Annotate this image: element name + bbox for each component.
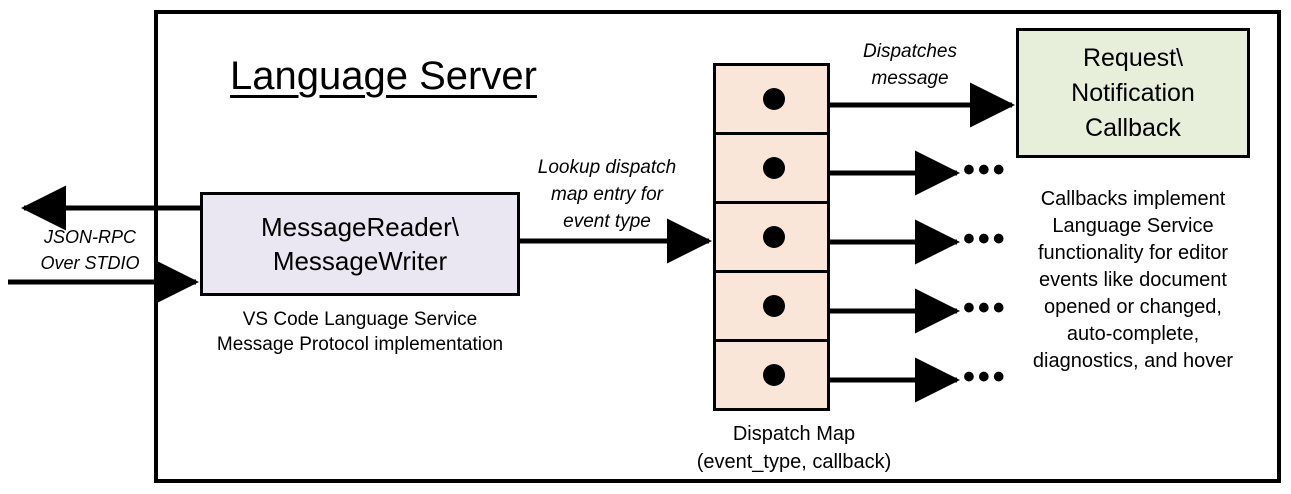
dispatch-entry-dot-icon — [763, 364, 785, 386]
dispatch-entry-dot-icon — [763, 295, 785, 317]
ellipsis-row-3: ••• — [963, 220, 1008, 258]
dispatch-entry-dot-icon — [763, 88, 785, 110]
request-notification-callback-label: Request\ Notification Callback — [1071, 43, 1195, 142]
message-reader-writer-label: MessageReader\ MessageWriter — [261, 212, 459, 276]
ellipsis-row-2: ••• — [963, 151, 1008, 189]
json-rpc-edge-label: JSON-RPC Over STDIO — [40, 227, 140, 273]
dispatch-map-row[interactable] — [716, 135, 827, 204]
dispatches-message-edge-label: Dispatches message — [863, 41, 957, 89]
dispatch-map-caption: Dispatch Map (event_type, callback) — [696, 423, 892, 473]
dispatch-entry-dot-icon — [763, 226, 785, 248]
dispatch-map-row[interactable] — [716, 66, 827, 135]
ellipsis-row-5: ••• — [963, 358, 1008, 396]
callback-description: Callbacks implement Language Service fun… — [1032, 188, 1234, 372]
language-server-frame — [154, 10, 1281, 483]
ellipsis-row-4: ••• — [963, 289, 1008, 327]
message-reader-writer-box[interactable]: MessageReader\ MessageWriter — [200, 192, 520, 296]
lookup-dispatch-edge-label: Lookup dispatch map entry for event type — [537, 157, 677, 232]
dispatch-entry-dot-icon — [763, 157, 785, 179]
dispatch-map-row[interactable] — [716, 342, 827, 408]
dispatch-map-row[interactable] — [716, 273, 827, 342]
request-notification-callback-box[interactable]: Request\ Notification Callback — [1016, 28, 1250, 158]
dispatch-map-row[interactable] — [716, 204, 827, 273]
dispatch-map-table[interactable] — [713, 63, 830, 411]
page-title: Language Server — [230, 54, 537, 98]
message-reader-caption: VS Code Language Service Message Protoco… — [216, 309, 504, 355]
